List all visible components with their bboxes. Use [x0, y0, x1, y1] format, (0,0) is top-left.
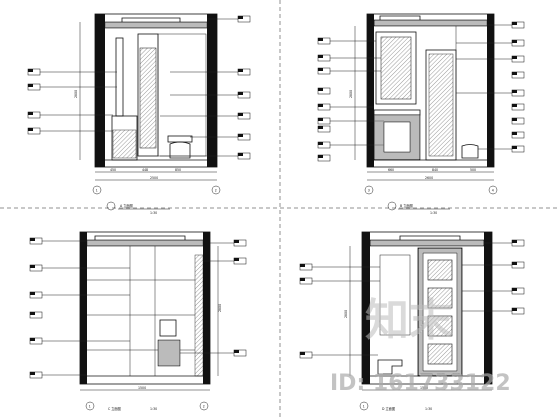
panel-a-right-wall — [207, 14, 217, 167]
panel-b-vanity-door — [383, 121, 411, 153]
panel-a-cornice — [121, 17, 181, 22]
panel-a-caption: A 立面图 — [120, 203, 133, 208]
panel-d-door-panel-3 — [427, 315, 453, 337]
panel-b-glass-hatch — [428, 53, 454, 157]
panel-c-material-tags-left — [29, 237, 130, 379]
panel-b-toilet — [461, 144, 479, 159]
panel-c-material-tags-right — [180, 239, 247, 357]
panel-d-axis-left: 1 — [363, 404, 365, 408]
panel-d-ceiling — [369, 239, 485, 247]
panel-d-caption: D 立面图 — [382, 406, 395, 411]
panel-d-toilet — [377, 359, 403, 375]
panel-d-door-panel-2 — [427, 287, 453, 309]
elevation-panel-b: 2800 660 840 500 2600 3 4 B 立面图 1:30 — [317, 13, 525, 215]
panel-d-wall-tile-field — [379, 254, 411, 336]
panel-b-total-dim: 2600 — [425, 176, 433, 180]
panel-a-width-dim-2: 448 — [142, 168, 148, 172]
panel-c-axis-right: 2 — [203, 404, 205, 408]
panel-b-mirror — [380, 36, 412, 100]
panel-d-door-panel-4 — [427, 343, 453, 365]
panel-b-width-dim-3: 500 — [470, 168, 476, 172]
panel-a-axis-right: 2 — [215, 188, 217, 192]
panel-b-caption: B 立面图 — [400, 203, 413, 208]
panel-c-scale: 1:30 — [150, 407, 157, 411]
panel-c-outline — [79, 231, 211, 385]
panel-c-total-dim: 1500 — [138, 386, 146, 390]
panel-d-door-panel-1 — [427, 259, 453, 281]
panel-c-niche — [157, 339, 181, 367]
panel-a-total-dim: 2500 — [150, 176, 158, 180]
panel-c-ceiling — [86, 239, 204, 247]
panel-a-vanity-cabinet — [111, 115, 138, 161]
elevation-panel-a: 2800 450 448 850 2500 1 2 A 立面图 1:30 — [27, 13, 251, 215]
panel-a-glass-hatch — [139, 47, 157, 149]
panel-c-axis-left: 1 — [89, 404, 91, 408]
panel-b-right-wall — [487, 14, 494, 167]
panel-b-width-dim-2: 840 — [432, 168, 438, 172]
panel-a-material-tags-left — [27, 68, 117, 135]
panel-d-total-dim: 1500 — [420, 386, 428, 390]
panel-d-scale: 1:30 — [425, 407, 432, 411]
panel-b-material-tags-left — [317, 37, 384, 162]
panel-b-axis-left: 3 — [368, 188, 370, 192]
panel-b-axis-right: 4 — [492, 188, 494, 192]
panel-d-material-tags-right — [462, 239, 525, 315]
panel-a-height-dim: 2800 — [74, 90, 78, 98]
panel-b-scale: 1:30 — [430, 211, 437, 215]
panel-b-width-dim-1: 660 — [388, 168, 394, 172]
panel-d-material-tags-left — [299, 263, 380, 359]
panel-c-height-dim: 2800 — [218, 304, 222, 312]
panel-a-toilet-tank — [167, 135, 193, 143]
panel-a-width-dim-3: 850 — [175, 168, 181, 172]
panel-b-left-wall — [367, 14, 374, 167]
panel-b-countertop — [373, 109, 421, 116]
elevation-panel-d: 2800 1500 1 D 立面图 1:30 — [299, 231, 525, 411]
panel-c-shower-mixer — [159, 319, 177, 337]
panel-a-left-wall — [95, 14, 105, 167]
panel-d-height-dim: 2800 — [344, 310, 348, 318]
panel-a-vanity-door-hatch — [112, 129, 137, 159]
watermark-id: ID: 161733122 — [330, 371, 511, 396]
panel-b-ceiling — [373, 19, 488, 27]
panel-c-caption: C 立面图 — [108, 406, 121, 411]
panel-a-width-dim-1: 450 — [110, 168, 116, 172]
watermark-site-name: 知末 — [365, 295, 453, 346]
elevation-panel-c: 2800 1500 1 2 C 立面图 1:30 — [29, 231, 247, 411]
panel-b-height-dim: 2800 — [349, 90, 353, 98]
panel-a-toilet — [169, 141, 191, 159]
panel-a-towel-bar — [115, 37, 124, 117]
panel-b-material-tags-right — [456, 21, 525, 153]
panel-a-axis-bubble-left — [92, 185, 102, 195]
panel-a-material-tags-right — [160, 15, 251, 160]
panel-a-scale: 1:30 — [150, 211, 157, 215]
panel-b-mirror-frame — [375, 31, 417, 105]
panel-c-glass-partition — [194, 254, 204, 377]
panel-a-ceiling — [104, 21, 208, 29]
panel-a-title-bubble — [106, 201, 116, 211]
panel-a-axis-bubble-right — [211, 185, 221, 195]
panel-a-axis-left: 1 — [96, 188, 98, 192]
